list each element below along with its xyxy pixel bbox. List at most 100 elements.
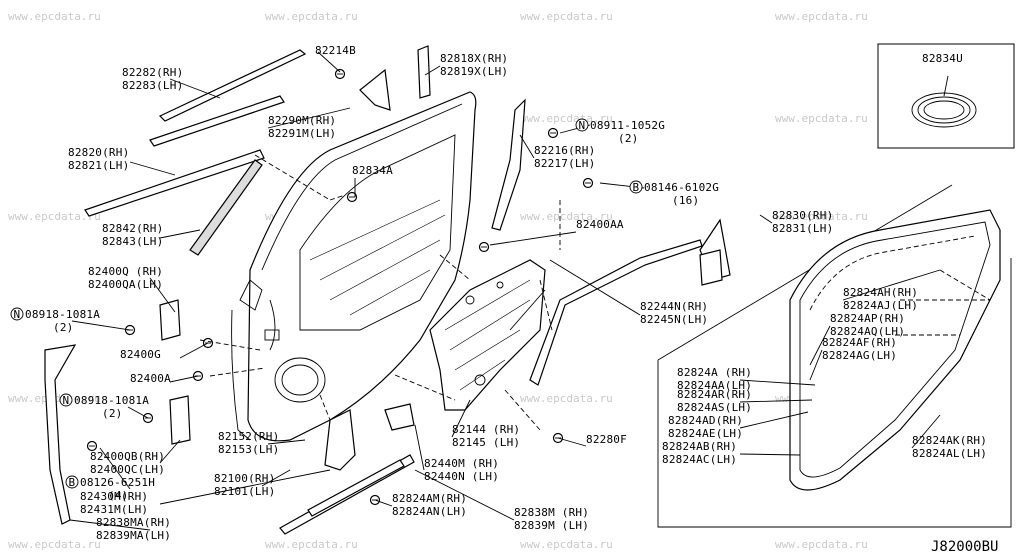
part-number-line: 08918-1081A <box>25 308 100 321</box>
part-number-line: 82824AM(RH) <box>392 492 467 505</box>
part-number-line: 82100(RH) <box>214 472 275 485</box>
part-number-line: 82216(RH) <box>534 144 595 157</box>
part-number-line: 82400A <box>130 372 171 385</box>
watermark-text: www.epcdata.ru <box>520 210 613 223</box>
part-number-line: 82824A (RH) <box>677 366 752 379</box>
part-number-line: 82818X(RH) <box>440 52 508 65</box>
part-number-line: (16) <box>672 194 699 207</box>
leader-line <box>414 469 515 521</box>
part-number-line: 82400G <box>120 348 161 361</box>
watermark-text: www.epcdata.ru <box>8 538 101 551</box>
part-number-line: 82290M(RH) <box>268 114 336 127</box>
door-panel-drawing <box>231 91 477 442</box>
part-number-line: 82824AL(LH) <box>912 447 987 460</box>
part-number-line: 82291M(LH) <box>268 127 336 140</box>
part-number-line: (2) <box>618 132 638 145</box>
leader-line <box>451 399 471 438</box>
part-label-82100: 82100(RH)82101(LH) <box>214 472 275 498</box>
part-number-line: 82824AG(LH) <box>822 349 897 362</box>
part-number-line: 82824AE(LH) <box>668 427 743 440</box>
part-number-line: 82824AP(RH) <box>830 312 905 325</box>
leader-lines <box>69 51 991 531</box>
window-regulator-drawing <box>429 259 546 411</box>
leader-line <box>739 399 813 403</box>
inset-box-label: 82834U <box>922 52 963 65</box>
prefix-circle <box>629 180 643 194</box>
watermark-text: www.epcdata.ru <box>775 210 868 223</box>
watermark-text: www.epcdata.ru <box>775 538 868 551</box>
assembly-line <box>394 374 456 401</box>
watermark-text: www.epcdata.ru <box>8 210 101 223</box>
part-label-82824ar: 82824AR(RH)82824AS(LH) <box>677 388 752 414</box>
part-label-82400q: 82400Q (RH)82400QA(LH) <box>88 265 163 291</box>
leader-line <box>129 161 176 176</box>
part-label-82282: 82282(RH)82283(LH) <box>122 66 183 92</box>
leader-line <box>414 424 425 471</box>
part-number-line: 82282(RH) <box>122 66 183 79</box>
assembly-line <box>199 339 261 351</box>
part-number-line: (2) <box>102 407 122 420</box>
part-number-line: 82820(RH) <box>68 146 129 159</box>
part-label-82820: 82820(RH)82821(LH) <box>68 146 129 172</box>
watermark-text: www.epcdata.ru <box>775 10 868 23</box>
assembly-line <box>329 194 346 201</box>
leader-line <box>267 107 351 129</box>
prefix-letter: N <box>63 394 70 407</box>
part-number-line: 82400QA(LH) <box>88 278 163 291</box>
weatherstrip-box-frame <box>657 258 1012 528</box>
prefix-circle <box>59 393 73 407</box>
part-label-82400g: 82400G <box>120 348 161 361</box>
watermark-text: www.epcdata.ru <box>775 112 868 125</box>
hinge-drawings <box>159 249 723 471</box>
assembly-line <box>254 154 331 201</box>
part-number-line: 82214B <box>315 44 356 57</box>
part-number-line: 82430M(RH) <box>80 490 148 503</box>
leader-line <box>809 349 823 381</box>
part-label-82818x: 82818X(RH)82819X(LH) <box>440 52 508 78</box>
leader-line <box>739 379 816 386</box>
prefix-letter: N <box>14 308 21 321</box>
watermark-text: www.epcdata.ru <box>265 538 358 551</box>
part-label-82834a: 82834A <box>352 164 393 177</box>
part-number-line: 82831(LH) <box>772 222 833 235</box>
part-label-82290m: 82290M(RH)82291M(LH) <box>268 114 336 140</box>
part-label-82838ma: 82838MA(RH)82839MA(LH) <box>96 516 171 542</box>
part-label-82400aa: 82400AA <box>576 218 624 231</box>
watermark-text: www.epcdata.ru <box>520 112 613 125</box>
leader-line <box>842 269 941 301</box>
part-label-82838m: 82838M (RH)82839M (LH) <box>514 506 589 532</box>
part-number-line: 82400QB(RH) <box>90 450 165 463</box>
part-label-82824ab: 82824AB(RH)82824AC(LH) <box>662 440 737 466</box>
part-number-line: 82839M (LH) <box>514 519 589 532</box>
watermark-text: www.epcdata.ru <box>520 10 613 23</box>
leader-line <box>759 214 773 224</box>
part-label-82430m: 82430M(RH)82431M(LH) <box>80 490 148 516</box>
part-number-line: 82834A <box>352 164 393 177</box>
leader-line <box>739 411 809 429</box>
leader-line <box>149 277 176 313</box>
part-label-82244n: 82244N(RH)82245N(LH) <box>640 300 708 326</box>
part-label-82400qb: 82400QB(RH)82400QC(LH) <box>90 450 165 476</box>
lower-mouldings <box>44 239 703 535</box>
part-number-line: 82440N (LH) <box>424 470 499 483</box>
part-number-line: 82101(LH) <box>214 485 275 498</box>
part-number-line: 82824AK(RH) <box>912 434 987 447</box>
part-number-line: 82280F <box>586 433 627 446</box>
part-number-line: 82839MA(LH) <box>96 529 171 542</box>
part-number-line: 82824AF(RH) <box>822 336 897 349</box>
part-label-82830: 82830(RH)82831(LH) <box>772 209 833 235</box>
leader-line <box>267 439 306 445</box>
part-number-line: 82838M (RH) <box>514 506 589 519</box>
part-number-line: 82824AQ(LH) <box>830 325 905 338</box>
part-label-82824ah: 82824AH(RH)82824AJ(LH) <box>843 286 918 312</box>
part-label-82842: 82842(RH)82843(LH) <box>102 222 163 248</box>
prefix-letter: B <box>633 181 640 194</box>
part-label-82400a: 82400A <box>130 372 171 385</box>
part-number-line: 82819X(LH) <box>440 65 508 78</box>
part-number-line: 82824AS(LH) <box>677 401 752 414</box>
part-number-line: 82824AH(RH) <box>843 286 918 299</box>
